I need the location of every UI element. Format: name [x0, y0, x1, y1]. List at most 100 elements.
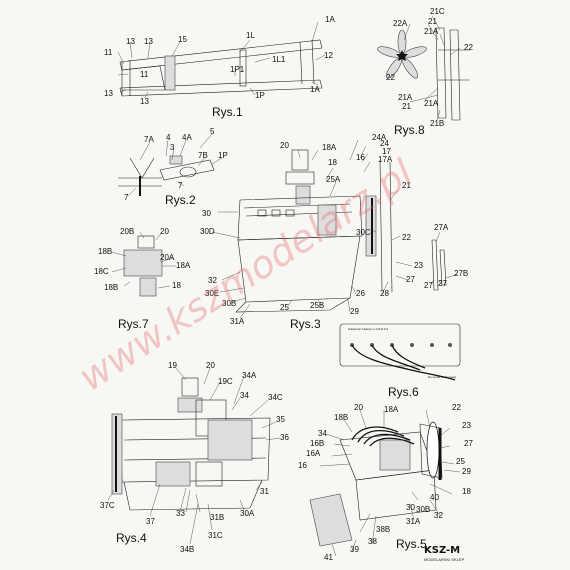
title-rys5: Rys.5	[396, 537, 427, 551]
label-rys4-36: 36	[280, 433, 289, 442]
label-rys5-41: 41	[324, 553, 333, 562]
label-rys7-20: 20	[160, 227, 169, 236]
label-rys4-34b: 34B	[180, 545, 194, 554]
ksz-logo: KSZ-M MODELARSKI SKLEP	[424, 545, 465, 562]
title-rys4: Rys.4	[116, 531, 147, 545]
label-rys4-33: 33	[176, 509, 185, 518]
label-rys3-24a: 24A	[372, 133, 387, 142]
label-rys8-21a-c: 21A	[424, 99, 439, 108]
label-rys7-18b2: 18B	[104, 283, 118, 292]
label-rys5-30: 30	[406, 503, 415, 512]
label-rys1-1a-bottom: 1A	[310, 85, 320, 94]
label-rys3-17a: 17A	[378, 155, 393, 164]
label-rys3-32: 32	[208, 276, 217, 285]
label-rys3-27: 27	[406, 275, 415, 284]
label-rys3-30d: 30D	[200, 227, 215, 236]
label-rys8-22b: 22	[464, 43, 473, 52]
figure-rys8: 21C 22A 21 21A 22 22 21A 21 21A 21B Rys.…	[377, 7, 473, 137]
label-rys4-19: 19	[168, 361, 177, 370]
label-rys5-40: 40	[430, 493, 439, 502]
figure-rys6: Kolejność zapłonu 1-4-5-8-3-2 Do cewki z…	[339, 323, 461, 399]
watermark-text: www.kszmodelarz.pl	[71, 151, 421, 400]
label-rys4-37: 37	[146, 517, 155, 526]
label-rys3-30e: 30E	[205, 289, 219, 298]
label-rys7-18b: 18B	[98, 247, 112, 256]
label-rys4-31c: 31C	[208, 531, 223, 540]
title-rys8: Rys.8	[394, 123, 425, 137]
label-rys3-21: 21	[402, 181, 411, 190]
label-rys3-28: 28	[380, 289, 389, 298]
title-rys6: Rys.6	[388, 385, 419, 399]
label-rys3-30: 30	[202, 209, 211, 218]
label-rys3-30c: 30C	[356, 228, 371, 237]
label-rys3-20: 20	[280, 141, 289, 150]
label-rys6-firing-order: Kolejność zapłonu 1-4-5-8-3-2	[348, 327, 389, 331]
label-rys2-1p: 1P	[218, 151, 228, 160]
label-rys5-31a: 31A	[406, 517, 421, 526]
label-rys3-26: 26	[356, 289, 365, 298]
label-27a: 27A	[434, 223, 449, 232]
label-rys4-34: 34	[240, 391, 249, 400]
label-rys5-16b: 16B	[310, 439, 324, 448]
label-rys5-27: 27	[464, 439, 473, 448]
label-rys6-to-coil: Do cewki zapłonowej	[428, 375, 456, 379]
label-rys1-1a-top: 1A	[325, 15, 335, 24]
title-rys7: Rys.7	[118, 317, 149, 331]
label-rys1-13d: 13	[140, 97, 149, 106]
label-rys5-30b: 30B	[416, 505, 430, 514]
label-rys3-22: 22	[402, 233, 411, 242]
label-rys4-37c: 37C	[100, 501, 115, 510]
label-rys1-1l: 1L	[246, 31, 255, 40]
label-rys5-18: 18	[462, 487, 471, 496]
label-rys2-4a: 4A	[182, 133, 192, 142]
label-rys3-31a: 31A	[230, 317, 245, 326]
label-rys8-21a: 21A	[424, 27, 439, 36]
label-rys8-21c: 21C	[430, 7, 445, 16]
label-rys7-18c: 18C	[94, 267, 109, 276]
label-rys4-31: 31	[260, 487, 269, 496]
label-rys1-15: 15	[178, 35, 187, 44]
label-rys3-29: 29	[350, 307, 359, 316]
label-rys1-11b: 11	[140, 70, 149, 79]
label-rys8-21-b: 21	[402, 102, 411, 111]
figure-rys3: 20 18A 24A 24 16 17 17A 18 25A 21 30 30D…	[200, 133, 423, 331]
label-rys3-25: 25	[280, 303, 289, 312]
label-rys5-16a: 16A	[306, 449, 321, 458]
label-rys4-19c: 19C	[218, 377, 233, 386]
label-rys8-22c: 22	[386, 73, 395, 82]
label-rys1-13a: 13	[126, 37, 135, 46]
label-rys4-31b: 31B	[210, 513, 224, 522]
label-rys5-18b: 18B	[334, 413, 348, 422]
label-rys2-4: 4	[166, 133, 171, 142]
label-rys2-3: 3	[170, 143, 175, 152]
label-rys7-18a: 18A	[176, 261, 191, 270]
title-rys1: Rys.1	[212, 105, 243, 119]
label-rys1-12: 12	[324, 51, 333, 60]
label-rys2-7: 7	[124, 193, 129, 202]
label-rys7-18: 18	[172, 281, 181, 290]
label-rys3-30b: 30B	[222, 299, 236, 308]
label-rys4-20: 20	[206, 361, 215, 370]
label-rys8-21b: 21B	[430, 119, 444, 128]
logo-subtitle: MODELARSKI SKLEP	[424, 557, 465, 562]
label-rys4-30a: 30A	[240, 509, 255, 518]
label-rys2-7b2: 7	[178, 181, 183, 190]
label-rys3-18: 18	[328, 158, 337, 167]
label-rys4-35: 35	[276, 415, 285, 424]
label-rys3-18a: 18A	[322, 143, 337, 152]
label-rys3-24: 24	[380, 139, 389, 148]
label-rys8-21a-b: 21A	[398, 93, 413, 102]
label-rys8-21: 21	[428, 17, 437, 26]
label-rys5-22: 22	[452, 403, 461, 412]
label-rys7-20b: 20B	[120, 227, 134, 236]
figure-rys7: 20B 20 18B 20A 18A 18C 18B 18 Rys.7	[94, 227, 191, 331]
label-rys3-16: 16	[356, 153, 365, 162]
label-rys1-1p1: 1P1	[230, 65, 245, 74]
label-rys5-23: 23	[462, 421, 471, 430]
label-rys1-1p: 1P	[255, 91, 265, 100]
label-rys8-22a: 22A	[393, 19, 408, 28]
label-rys3-17: 17	[382, 147, 391, 156]
label-rys4-34c: 34C	[268, 393, 283, 402]
label-27b: 27B	[454, 269, 468, 278]
